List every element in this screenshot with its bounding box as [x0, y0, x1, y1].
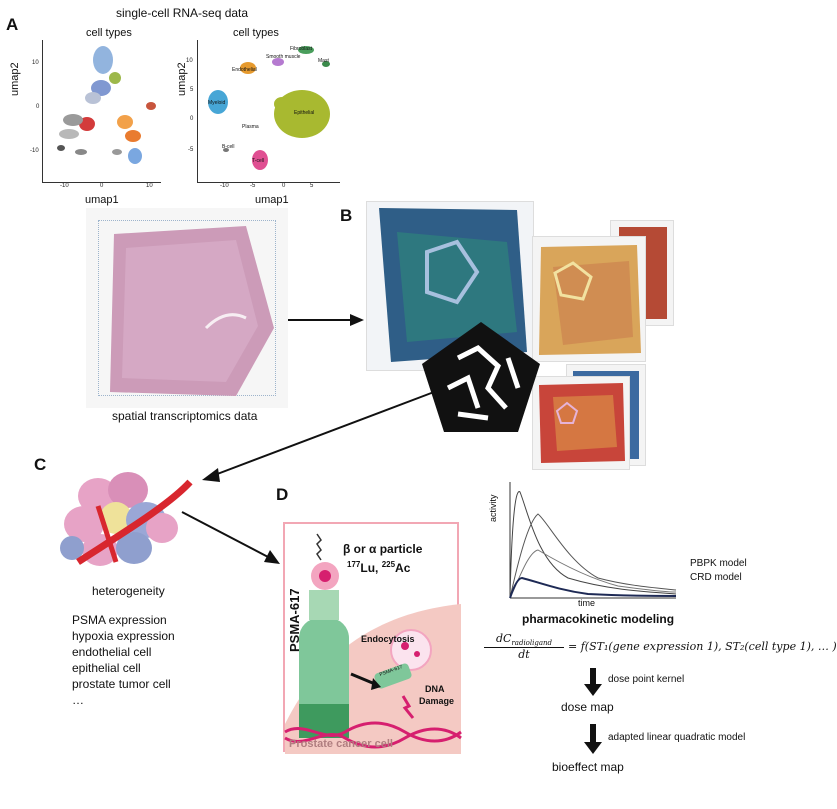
heterogeneity-label: heterogeneity	[92, 584, 165, 598]
cell-label: Prostate cancer cell	[289, 738, 393, 750]
umap-right-ytick: -5	[188, 147, 194, 153]
umap-right-xtick: -5	[250, 183, 256, 189]
panel-label-b: B	[340, 206, 353, 225]
arrow-c-to-d-icon	[181, 511, 280, 564]
flow-node-1: dose map	[561, 700, 614, 714]
umap-left-plot	[42, 40, 161, 183]
pk-curves-plot	[509, 482, 677, 599]
umap-right-ytick: 0	[190, 116, 194, 122]
umap-left-ytick: 10	[32, 60, 39, 66]
flow-arrow-down-icon	[584, 742, 602, 754]
umap-right-scatter	[208, 46, 330, 170]
eq-sub: radioligand	[511, 639, 553, 648]
cluster-label: Myeloid	[208, 100, 226, 106]
ac-symbol: Ac	[395, 561, 411, 575]
pk-xlabel: time	[578, 598, 596, 608]
umap-left-ylabel: umap2	[9, 62, 21, 96]
umap-right-ylabel: umap2	[176, 62, 188, 96]
pk-ylabel: activity	[488, 494, 498, 522]
spatial-caption: spatial transcriptomics data	[112, 409, 258, 423]
umap-right-plot: Fibroblast Smooth muscle Mast Endothelia…	[197, 40, 340, 183]
equation-numerator: dCradioligand	[484, 632, 564, 649]
umap-left-xtick: -10	[60, 183, 69, 189]
radioligand-mechanism-box: β or α particle 177Lu, 225Ac PSMA-617 En…	[283, 522, 462, 754]
flow-arrow-shaft-1	[590, 668, 596, 686]
eq-num: dC	[495, 632, 512, 645]
psma-label: PSMA-617	[287, 588, 302, 652]
umap-left-xtick: 10	[146, 183, 153, 189]
small-map-front	[539, 383, 625, 463]
isotope-label: 177Lu, 225Ac	[347, 560, 410, 575]
cluster-label: Endothelial	[232, 67, 257, 73]
arrow-to-c-icon	[202, 391, 435, 482]
umap-right-ytick: 5	[190, 87, 194, 93]
flow-step-1: dose point kernel	[608, 674, 685, 685]
cluster-label: Fibroblast	[290, 46, 312, 52]
microenvironment-pentagon-icon	[422, 322, 540, 432]
orange-expression-map	[539, 245, 641, 355]
feature-item: …	[72, 693, 84, 707]
spot-grid-border	[98, 220, 276, 396]
spatial-map-blue	[366, 201, 534, 371]
eq-rhs: = f(ST₁(gene expression 1), ST₂(cell typ…	[568, 640, 837, 653]
prostate-cell-graphic	[284, 533, 462, 754]
umap-left-scatter	[57, 46, 156, 164]
cell-cluster-icon	[60, 472, 193, 566]
umap-right-xlabel: umap1	[255, 194, 289, 206]
umap-left-title: cell types	[86, 27, 132, 39]
spatial-map-orange	[532, 236, 646, 362]
cluster-label: B-cell	[222, 144, 235, 150]
arrow-right-icon	[288, 314, 364, 326]
flow-node-2: bioeffect map	[552, 760, 624, 774]
feature-list: PSMA expression hypoxia expression endot…	[72, 612, 175, 708]
dna-damage-label-1: DNA	[425, 684, 445, 694]
ac-mass: 225	[381, 560, 396, 569]
pk-caption: pharmacokinetic modeling	[522, 612, 675, 626]
panel-label-a: A	[6, 15, 19, 34]
cluster-label: Smooth muscle	[266, 54, 301, 60]
spatial-map-small-front	[532, 376, 630, 470]
umap-right-title: cell types	[233, 27, 279, 39]
particle-label: β or α particle	[343, 542, 423, 556]
eq-den: dt	[518, 648, 530, 661]
flow-arrow-shaft-2	[590, 724, 596, 744]
endocytosis-label: Endocytosis	[361, 634, 415, 644]
feature-item: hypoxia expression	[72, 629, 175, 643]
feature-item: endothelial cell	[72, 645, 152, 659]
umap-left-xtick: 0	[100, 183, 104, 189]
lu-mass: 177	[347, 560, 361, 569]
lu-symbol: Lu,	[360, 561, 382, 575]
cluster-label: Mast	[318, 58, 329, 64]
tissue-section	[110, 226, 274, 396]
umap-left-ytick: -10	[30, 148, 39, 154]
spatial-transcriptomics-image	[86, 208, 288, 408]
panel-label-d: D	[276, 485, 289, 504]
flow-arrow-down-icon	[584, 684, 602, 696]
umap-right-ytick: 10	[186, 58, 193, 64]
feature-item: PSMA expression	[72, 613, 167, 627]
blue-expression-map	[379, 208, 527, 362]
panel-a-title: single-cell RNA-seq data	[116, 6, 249, 20]
umap-left-xlabel: umap1	[85, 194, 119, 206]
feature-item: epithelial cell	[72, 661, 141, 675]
cluster-label: T-cell	[252, 158, 264, 164]
umap-right-xtick: -10	[220, 183, 229, 189]
pk-legend-1: PBPK model	[690, 558, 747, 569]
feature-item: prostate tumor cell	[72, 677, 171, 691]
umap-right-xtick: 5	[310, 183, 314, 189]
dna-damage-label-2: Damage	[419, 696, 455, 706]
umap-left-ytick: 0	[36, 104, 40, 110]
panel-label-c: C	[34, 455, 47, 474]
flow-step-2: adapted linear quadratic model	[608, 732, 746, 743]
cluster-label: Epithelial	[294, 110, 315, 116]
cluster-label: Plasma	[242, 124, 259, 130]
pk-legend-2: CRD model	[690, 572, 742, 583]
umap-right-xtick: 0	[282, 183, 286, 189]
